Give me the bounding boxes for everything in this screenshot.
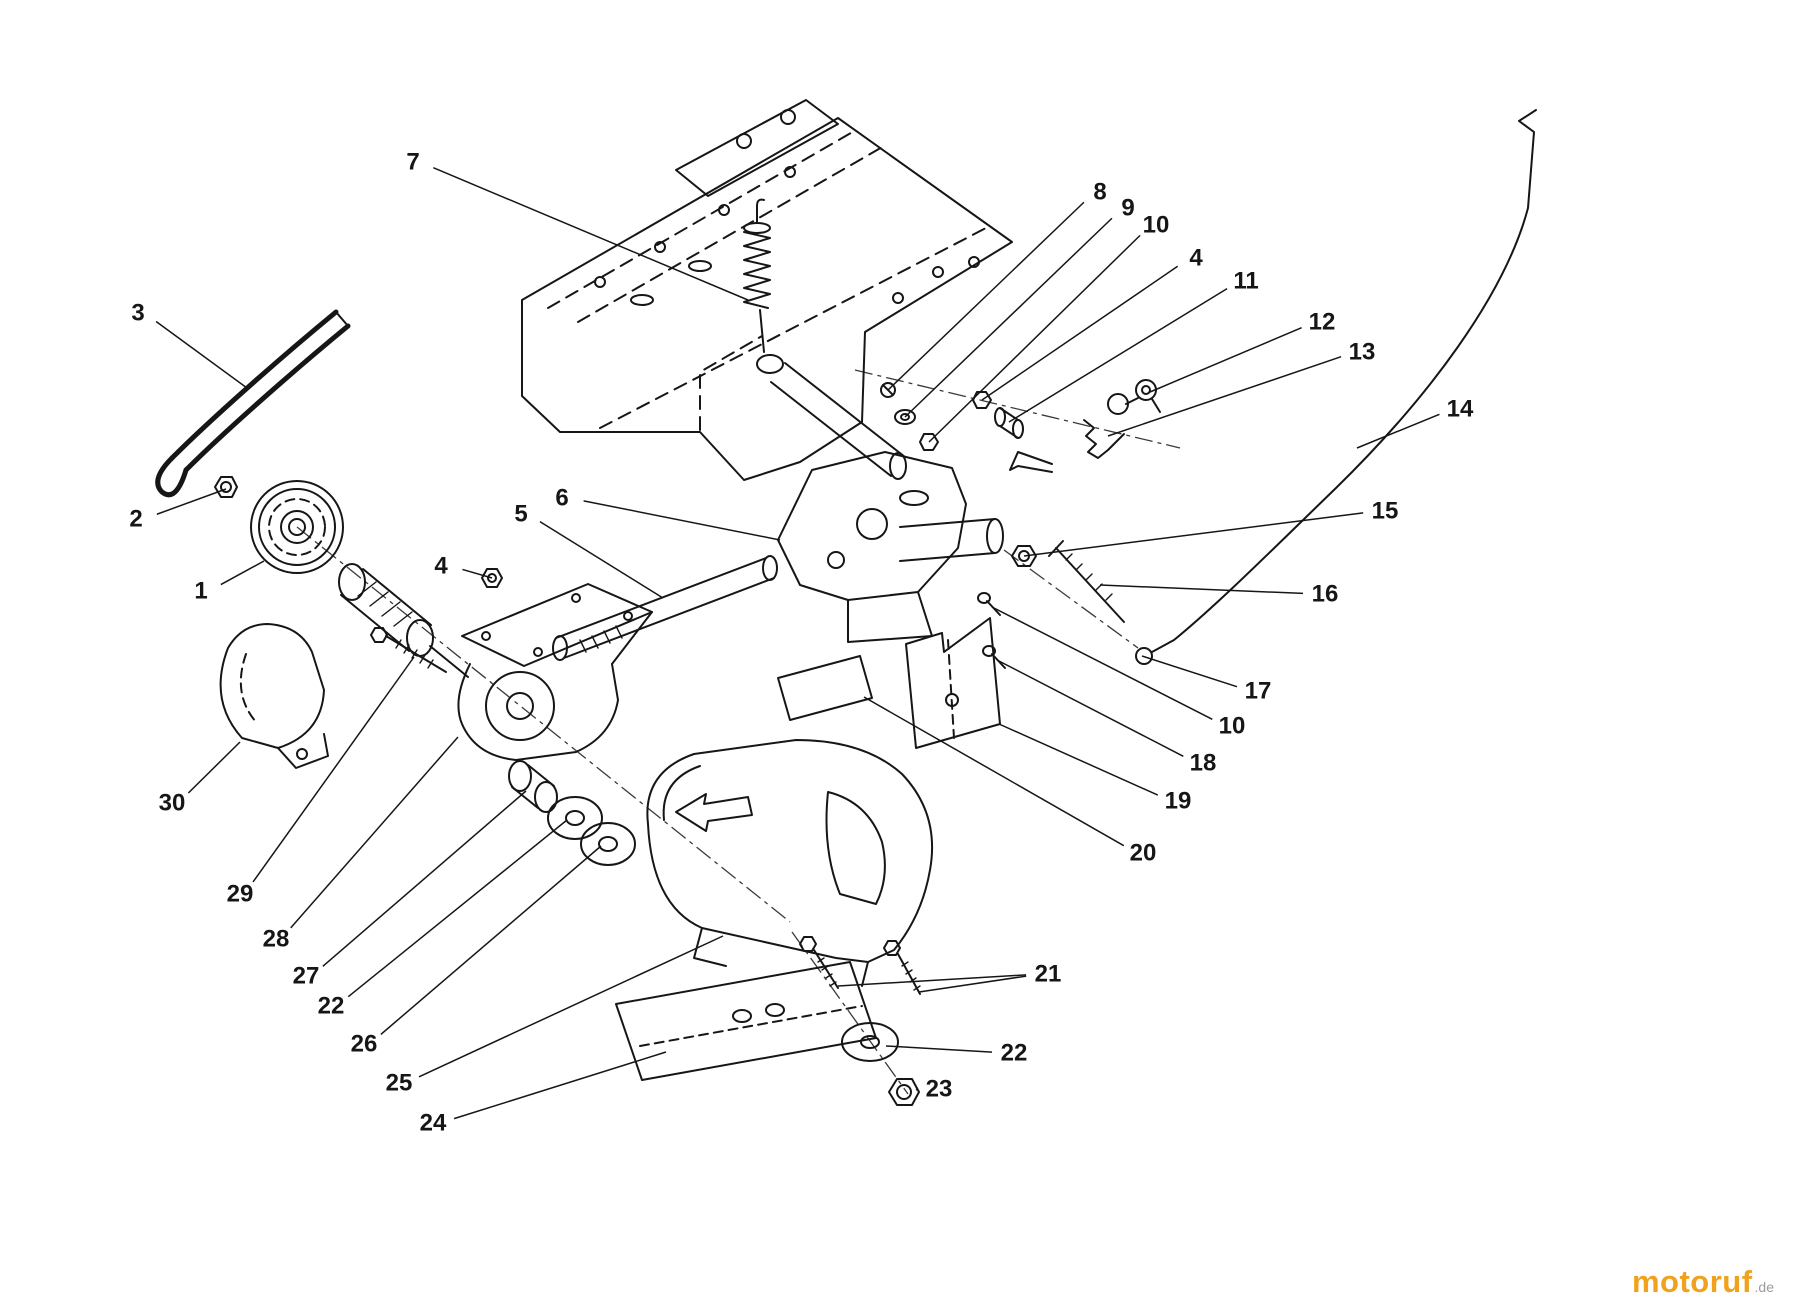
callout-leader-7-0-0 — [433, 167, 749, 301]
callout-label-7-0: 7 — [406, 149, 419, 176]
callout-layer: 7891041112131432156415161710181920302928… — [129, 149, 1474, 1137]
callout-label-10-18: 10 — [1219, 713, 1246, 740]
callout-leader-2-10-0 — [156, 488, 227, 515]
callout-label-13-7: 13 — [1349, 339, 1376, 366]
callout-label-18-19: 18 — [1190, 750, 1217, 777]
assembly-axis-lines — [296, 369, 1181, 1095]
callout-leader-17-17-0 — [1141, 655, 1238, 688]
threaded-stud — [370, 627, 447, 673]
callout-leader-14-8-0 — [1356, 413, 1440, 449]
callout-label-4-14: 4 — [434, 553, 448, 580]
lift-bracket — [777, 451, 1004, 643]
callout-label-19-20: 19 — [1165, 788, 1192, 815]
gearbox-housing — [457, 583, 653, 761]
callout-leader-29-23-0 — [252, 656, 415, 883]
callout-leader-12-6-0 — [1149, 326, 1302, 393]
callout-label-21-30: 21 — [1035, 961, 1062, 988]
belt-cover — [219, 623, 329, 769]
callout-label-15-15: 15 — [1372, 498, 1399, 525]
callout-leader-11-5-0 — [1008, 288, 1228, 423]
spring-coupling — [338, 563, 469, 678]
callout-leader-24-29-0 — [453, 1051, 667, 1120]
callout-leader-26-27-0 — [380, 845, 602, 1035]
callout-leader-25-28-0 — [418, 935, 724, 1078]
callout-leader-19-20-0 — [998, 723, 1159, 796]
callout-label-11-5: 11 — [1233, 268, 1258, 295]
decal-label — [777, 655, 873, 721]
washer-and-locknut — [841, 1022, 920, 1106]
callout-label-26-27: 26 — [351, 1031, 378, 1058]
blower-housing — [646, 739, 934, 987]
callout-label-25-28: 25 — [386, 1070, 413, 1097]
callout-label-10-3: 10 — [1143, 212, 1170, 239]
callout-label-12-6: 12 — [1309, 309, 1336, 336]
callout-leader-13-7-0 — [1107, 355, 1342, 437]
callout-leader-10-3-0 — [928, 234, 1141, 443]
callout-leader-16-16-0 — [1099, 584, 1304, 595]
callout-leader-4-4-0 — [981, 265, 1179, 401]
spacer-and-washers — [508, 760, 636, 866]
callout-label-22-26: 22 — [318, 993, 345, 1020]
callout-label-30-22: 30 — [159, 790, 186, 817]
callout-label-8-1: 8 — [1093, 179, 1106, 206]
callout-leader-3-9-0 — [155, 320, 248, 389]
callout-leader-9-2-0 — [904, 217, 1113, 418]
callout-label-22-31: 22 — [1001, 1040, 1028, 1067]
input-shaft — [552, 555, 778, 661]
skid-plate — [615, 961, 877, 1081]
link-and-spring — [1083, 379, 1161, 459]
callout-label-29-23: 29 — [227, 881, 254, 908]
pivot-tube — [770, 362, 907, 480]
callout-leader-5-12-0 — [539, 520, 664, 599]
suspension-spring — [743, 198, 784, 374]
callout-leader-21-30-1 — [918, 975, 1027, 993]
callout-label-14-8: 14 — [1447, 396, 1474, 423]
idler-pulley — [250, 480, 344, 574]
callout-label-17-17: 17 — [1245, 678, 1272, 705]
watermark-suffix: .de — [1754, 1279, 1774, 1295]
callout-leader-30-22-0 — [187, 741, 241, 794]
callout-leader-18-19-0 — [996, 659, 1184, 757]
clutch-rod — [1135, 109, 1537, 665]
callout-leader-28-24-0 — [290, 736, 459, 929]
chassis-frame — [521, 99, 1013, 481]
callout-leader-8-1-0 — [887, 201, 1085, 391]
callout-label-23-32: 23 — [926, 1076, 953, 1103]
callout-label-16-16: 16 — [1312, 581, 1339, 608]
callout-label-28-24: 28 — [263, 926, 290, 953]
callout-label-20-21: 20 — [1130, 840, 1157, 867]
carriage-bolts — [799, 936, 921, 995]
direction-arrow-icon — [675, 793, 753, 832]
callout-leader-10-18-0 — [991, 606, 1213, 721]
guard-plate — [905, 617, 1001, 749]
callout-leader-4-14-0 — [462, 568, 493, 579]
callout-leader-22-31-0 — [885, 1045, 993, 1053]
hex-nut-center — [481, 568, 503, 588]
fastener-set-upper — [880, 382, 1053, 473]
callout-leader-20-21-0 — [863, 696, 1125, 847]
callout-label-24-29: 24 — [420, 1110, 447, 1137]
callout-leader-27-25-0 — [322, 790, 527, 967]
callout-leader-6-13-0 — [583, 500, 781, 541]
callout-leader-15-15-0 — [1023, 512, 1364, 557]
callout-leader-22-26-0 — [347, 819, 568, 998]
flange-nut — [214, 476, 238, 498]
callout-label-6-13: 6 — [555, 485, 568, 512]
watermark-brand: motoruf — [1631, 1264, 1753, 1299]
fastener-set-right — [977, 540, 1125, 669]
drive-belt — [155, 309, 351, 498]
callout-label-9-2: 9 — [1121, 195, 1134, 222]
callout-label-27-25: 27 — [293, 963, 320, 990]
callout-leader-21-30-0 — [837, 974, 1027, 987]
callout-label-3-9: 3 — [131, 300, 144, 327]
watermark-logo: motoruf.de — [1632, 1264, 1774, 1300]
callout-label-5-12: 5 — [514, 501, 527, 528]
callout-label-4-4: 4 — [1189, 245, 1203, 272]
callout-leader-1-11-0 — [220, 560, 265, 586]
callout-label-2-10: 2 — [129, 506, 142, 533]
callout-label-1-11: 1 — [194, 578, 207, 605]
